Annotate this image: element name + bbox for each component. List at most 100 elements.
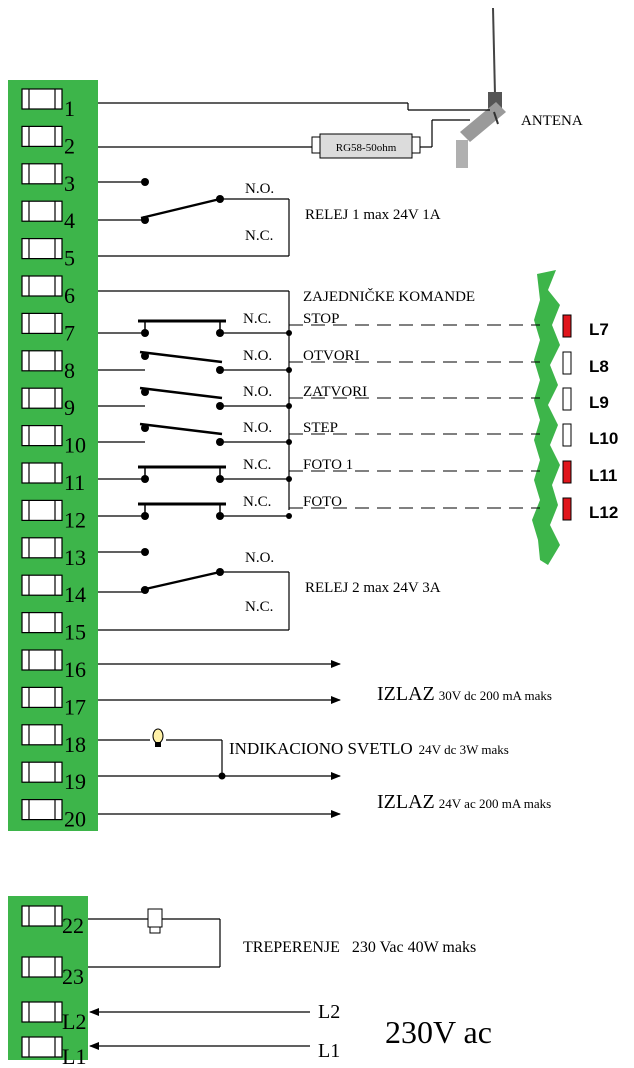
terminal-5[interactable]: 5 (21, 238, 75, 271)
led-board (532, 270, 560, 565)
terminal-12[interactable]: 12 (21, 499, 86, 532)
command-name: STOP (303, 311, 339, 327)
terminal-2[interactable]: 2 (21, 125, 75, 158)
contact-type: N.C. (243, 494, 271, 510)
terminal-number: 3 (64, 171, 75, 196)
terminal-number: 7 (64, 320, 75, 345)
terminal-7[interactable]: 7 (21, 312, 75, 345)
command-name: OTVORI (303, 348, 360, 364)
led-indicator (562, 460, 572, 484)
contact-type: N.O. (243, 384, 272, 400)
terminal-9[interactable]: 9 (21, 387, 75, 420)
terminal-number: 22 (62, 913, 84, 938)
relay1-label: RELEJ 1 max 24V 1A (305, 207, 441, 223)
antenna-label: ANTENA (521, 113, 583, 129)
terminal-10[interactable]: 10 (21, 425, 86, 458)
terminal-number: L1 (62, 1044, 86, 1068)
terminal-23[interactable]: 23 (21, 956, 84, 989)
relay2-nc: N.C. (245, 599, 273, 615)
flashing-light-icon (147, 908, 163, 928)
terminal-16[interactable]: 16 (21, 649, 86, 682)
terminal-number: 6 (64, 283, 75, 308)
terminal-19[interactable]: 19 (21, 761, 86, 794)
led-indicator (562, 423, 572, 447)
terminal-13[interactable]: 13 (21, 537, 86, 570)
terminal-number: 4 (64, 208, 75, 233)
command-row: N.O. STEP L10 (98, 420, 618, 448)
terminal-number: 5 (64, 246, 75, 271)
terminal-15[interactable]: 15 (21, 611, 86, 645)
terminal-number: 10 (64, 433, 86, 458)
terminal-20[interactable]: 20 (21, 798, 86, 832)
command-name: FOTO 1 (303, 457, 353, 473)
terminal-18[interactable]: 18 (21, 724, 86, 757)
terminal-number: 11 (64, 470, 85, 495)
terminal-1[interactable]: 1 (21, 88, 75, 121)
terminal-6[interactable]: 6 (21, 275, 75, 308)
led-indicator (562, 351, 572, 375)
terminal-number: L2 (62, 1009, 86, 1034)
terminal-17[interactable]: 17 (21, 686, 86, 719)
terminal-number: 8 (64, 358, 75, 383)
terminal-number: 9 (64, 395, 75, 420)
terminal-8[interactable]: 8 (21, 350, 75, 383)
commands-header: ZAJEDNIČKE KOMANDE (303, 288, 475, 305)
command-name: ZATVORI (303, 384, 367, 400)
terminal-11[interactable]: 11 (21, 462, 85, 495)
mains-voltage-label: 230V ac (385, 1014, 492, 1050)
relay1-no: N.O. (245, 181, 274, 197)
led-label: L11 (589, 466, 617, 485)
led-label: L7 (589, 320, 609, 339)
terminal-22[interactable]: 22 (21, 905, 84, 938)
command-row: N.O. OTVORI L8 (98, 348, 609, 376)
command-row: N.C. STOP L7 (98, 311, 609, 339)
l1-label: L1 (318, 1040, 340, 1062)
contact-type: N.C. (243, 311, 271, 327)
terminal-number: 23 (62, 964, 84, 989)
command-row: N.O. ZATVORI L9 (98, 384, 609, 412)
terminal-number: 1 (64, 96, 75, 121)
terminal-number: 12 (64, 507, 86, 532)
led-indicator (562, 497, 572, 521)
contact-type: N.O. (243, 420, 272, 436)
contact-type: N.C. (243, 457, 271, 473)
command-row: N.C. FOTO 1 L11 (98, 457, 617, 485)
relay2-no: N.O. (245, 550, 274, 566)
led-label: L8 (589, 357, 609, 376)
terminal-number: 16 (64, 657, 86, 682)
command-name: STEP (303, 420, 338, 436)
coax-label: RG58-50ohm (336, 142, 397, 154)
command-rows: N.C.STOPL7N.O.OTVORIL8N.O.ZATVORIL9N.O.S… (98, 311, 618, 522)
terminal-4[interactable]: 4 (21, 200, 75, 233)
terminal-number: 19 (64, 769, 86, 794)
relay1-contacts (98, 178, 290, 257)
antenna-icon (456, 7, 506, 168)
terminal-14[interactable]: 14 (21, 574, 86, 607)
relay2-label: RELEJ 2 max 24V 3A (305, 580, 441, 596)
led-indicator (562, 314, 572, 338)
led-label: L12 (589, 503, 618, 522)
terminal-number: 17 (64, 694, 86, 719)
terminal-number: 13 (64, 545, 86, 570)
relay2-contacts (98, 548, 290, 631)
led-indicator (562, 387, 572, 411)
flashing-light-label: TREPERENJE 230 Vac 40W maks (243, 939, 476, 956)
terminal-l2[interactable]: L2 (21, 1001, 86, 1034)
l2-label: L2 (318, 1001, 340, 1023)
terminal-number: 15 (64, 620, 86, 645)
contact-type: N.O. (243, 348, 272, 364)
led-label: L10 (589, 429, 618, 448)
relay1-nc: N.C. (245, 228, 273, 244)
terminal-3[interactable]: 3 (21, 163, 75, 196)
terminal-number: 14 (64, 582, 86, 607)
led-label: L9 (589, 393, 609, 412)
terminal-l1[interactable]: L1 (21, 1036, 86, 1068)
terminal-number: 18 (64, 732, 86, 757)
